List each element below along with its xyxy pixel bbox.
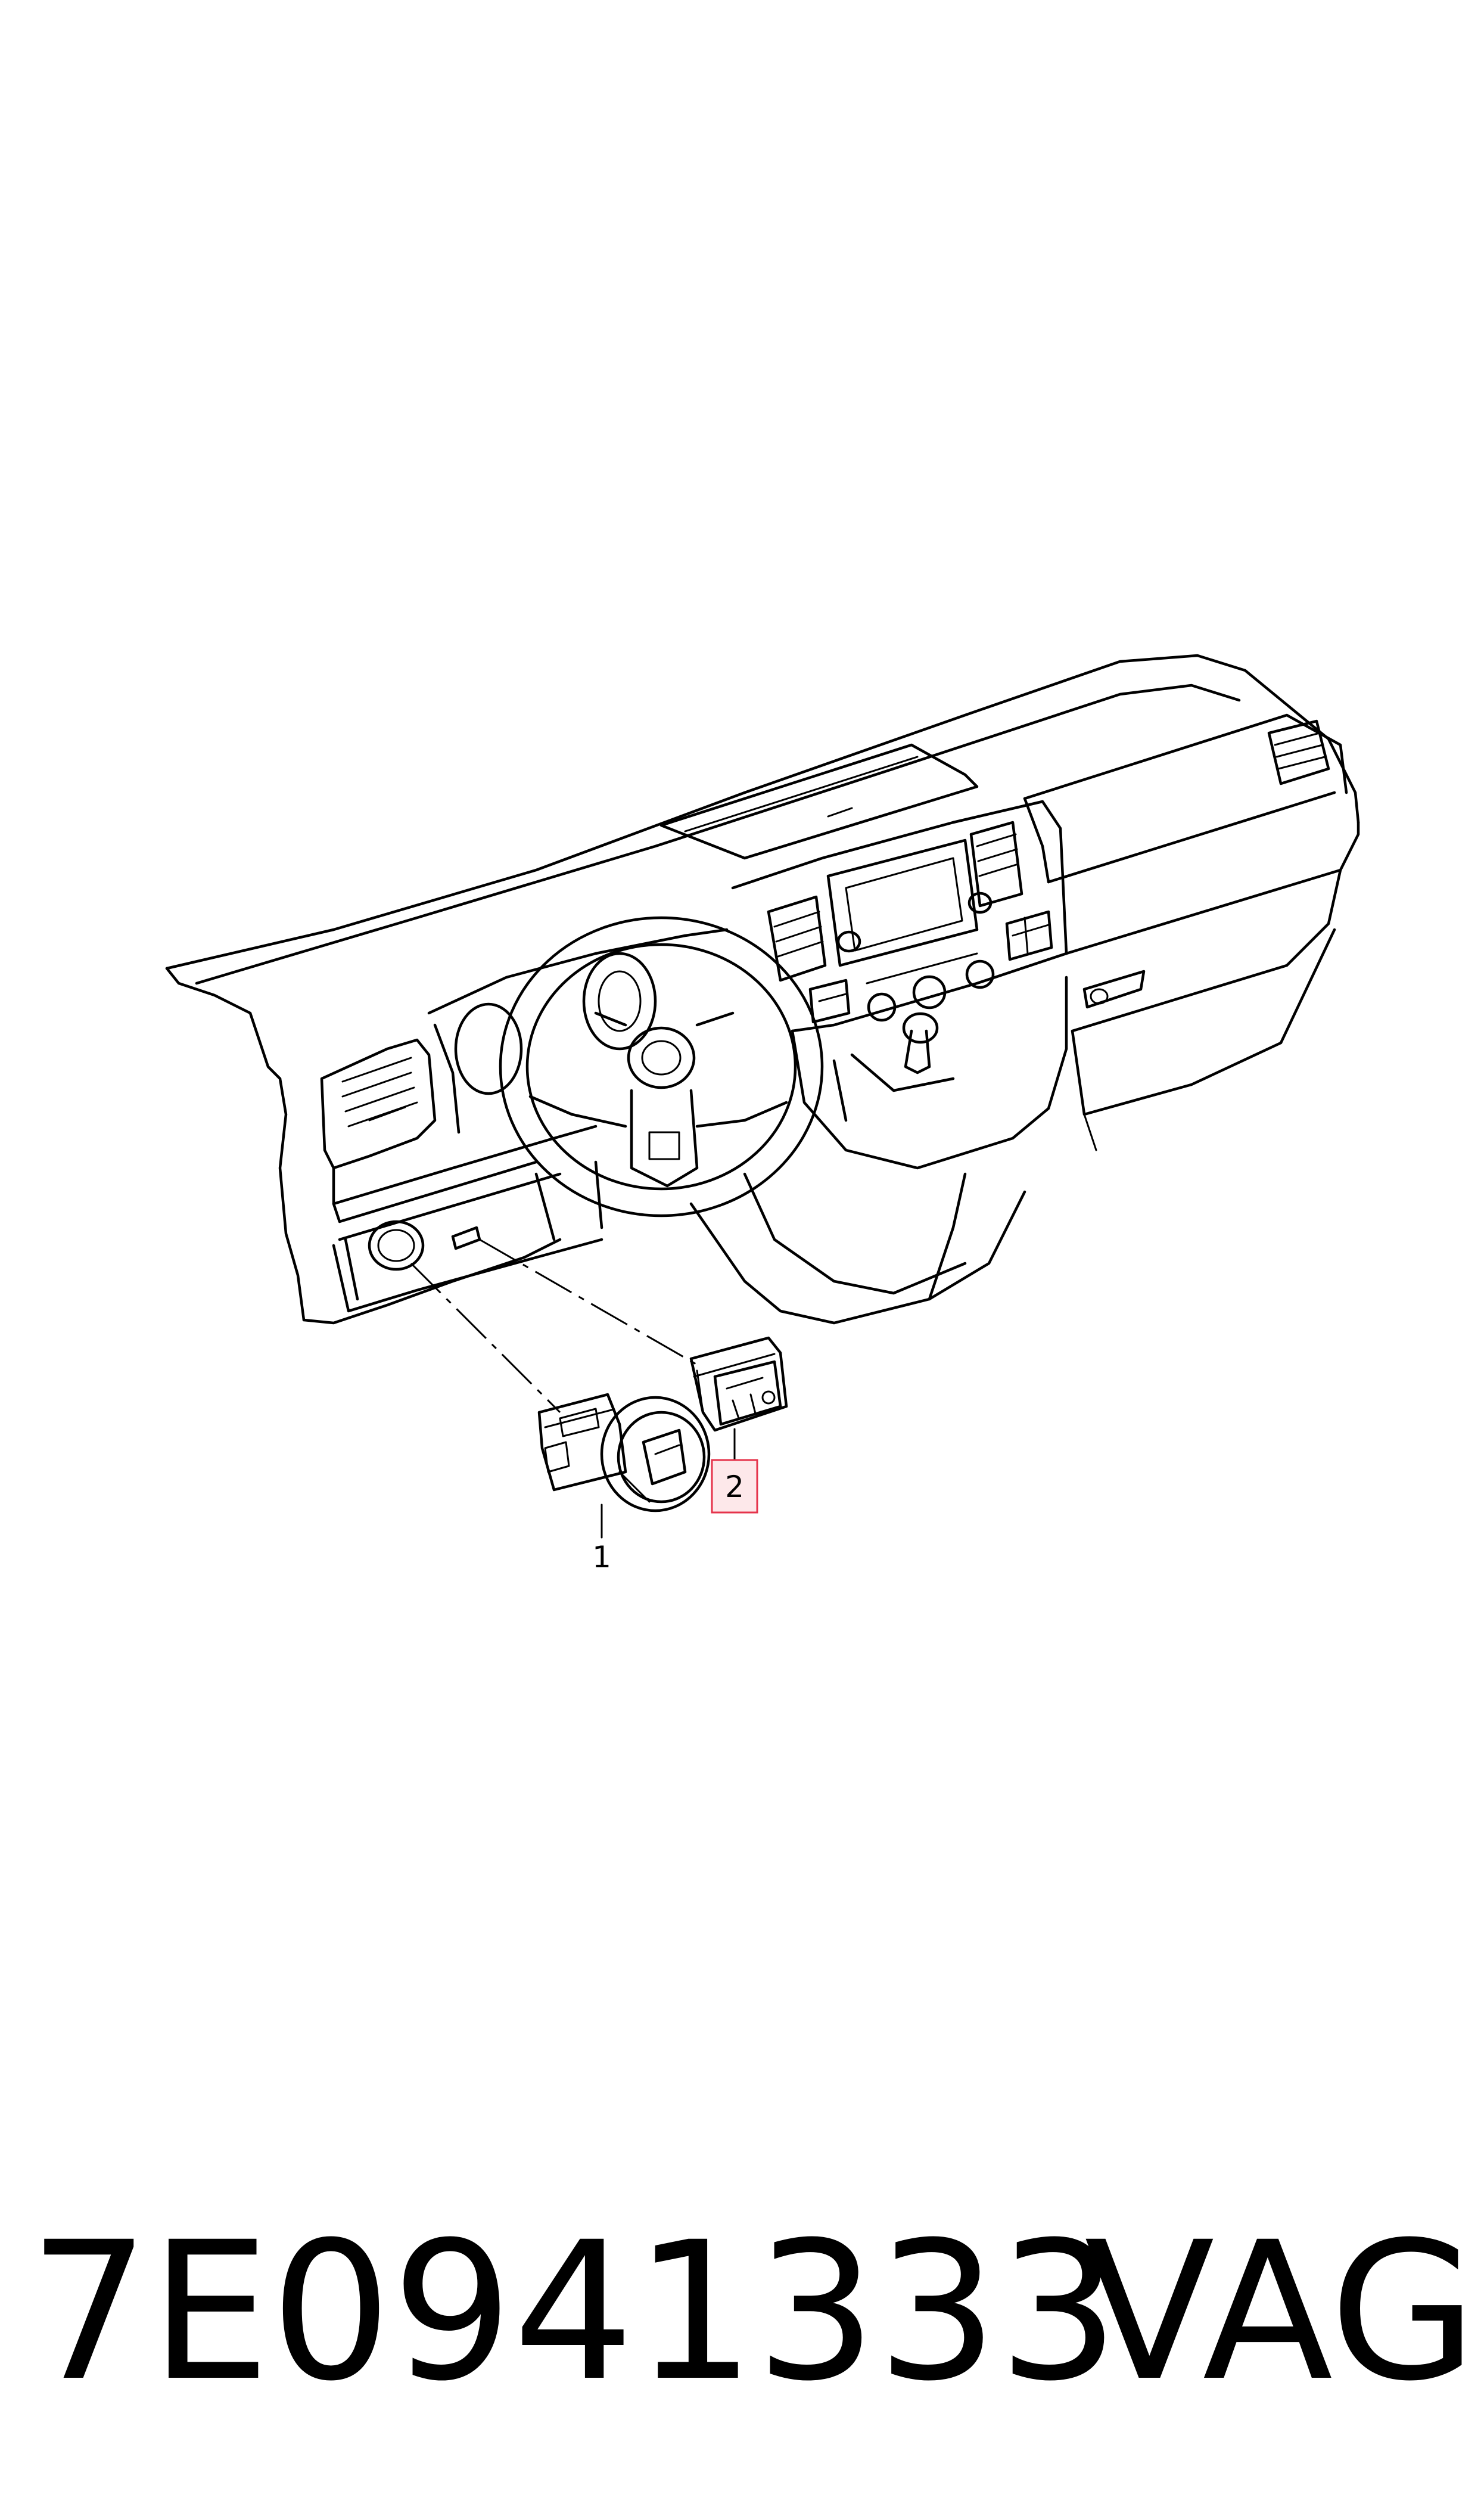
steering-wheel	[499, 916, 824, 1217]
passenger-side	[1023, 713, 1360, 1151]
callout-1: 1	[592, 1504, 611, 1574]
part-number: 7E0941333	[29, 2201, 1119, 2423]
leader-lines	[410, 1238, 698, 1414]
dashboard-outline	[165, 654, 1360, 1325]
center-stack	[659, 743, 1146, 1325]
callout-2-highlight-box	[711, 1459, 758, 1514]
callout-2: 2	[711, 1428, 758, 1514]
callout-1-label: 1	[592, 1540, 611, 1574]
part-1-light-switch	[537, 1393, 711, 1512]
brand-name: VAG	[1084, 2201, 1477, 2423]
part-2-switch-module	[689, 1336, 788, 1432]
callout-2-label: 2	[725, 1470, 744, 1504]
